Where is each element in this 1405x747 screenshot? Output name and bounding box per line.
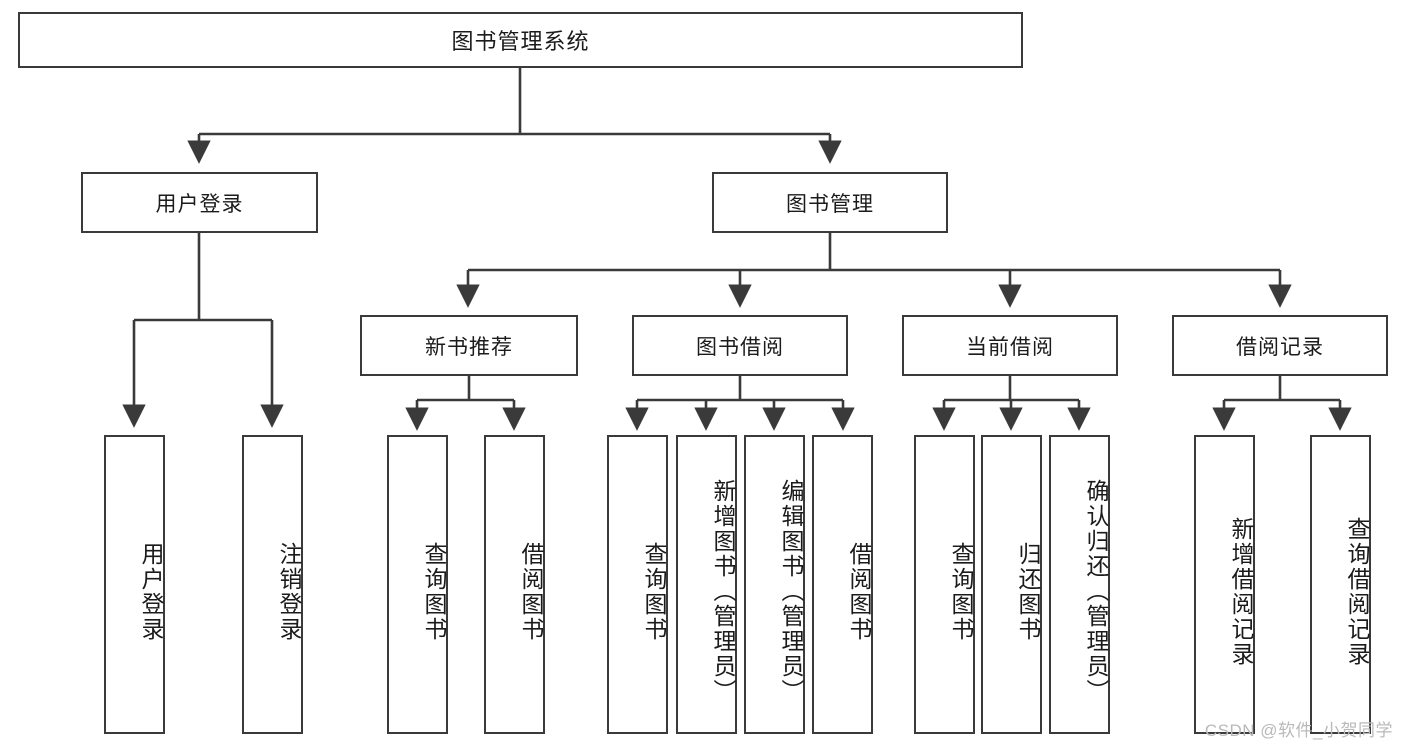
leaf-user-login-login-label: 用户登录 [138,541,164,642]
watermark-text: CSDN @软件_小贺同学 [1204,721,1393,740]
node-borrow-record-label: 借阅记录 [1236,335,1324,359]
leaf-borrow-record-add[interactable]: 新增借阅记录 [1194,435,1255,734]
leaf-book-borrow-add[interactable]: 新增图书（管理员） [676,435,737,734]
leaf-new-book-query-label: 查询图书 [421,541,447,642]
node-root-system[interactable]: 图书管理系统 [18,12,1023,68]
leaf-book-borrow-query-label: 查询图书 [641,541,667,642]
leaf-borrow-record-add-label: 新增借阅记录 [1228,516,1254,667]
leaf-new-book-borrow-label: 借阅图书 [518,541,544,642]
node-book-management-label: 图书管理 [786,192,874,216]
node-root-system-label: 图书管理系统 [451,29,590,54]
leaf-current-borrow-return[interactable]: 归还图书 [981,435,1042,734]
leaf-current-borrow-query[interactable]: 查询图书 [914,435,975,734]
leaf-user-login-logout-label: 注销登录 [276,541,302,642]
leaf-current-borrow-return-label: 归还图书 [1015,541,1041,642]
leaf-book-borrow-borrow[interactable]: 借阅图书 [812,435,873,734]
node-book-management[interactable]: 图书管理 [712,172,948,233]
leaf-borrow-record-query-label: 查询借阅记录 [1344,516,1370,667]
leaf-book-borrow-borrow-label: 借阅图书 [846,541,872,642]
leaf-new-book-borrow[interactable]: 借阅图书 [484,435,545,734]
leaf-current-borrow-query-label: 查询图书 [948,541,974,642]
leaf-book-borrow-add-label: 新增图书（管理员） [710,479,736,704]
node-current-borrow[interactable]: 当前借阅 [902,315,1118,376]
node-new-book-recommend[interactable]: 新书推荐 [360,315,578,376]
node-user-login[interactable]: 用户登录 [81,172,318,233]
leaf-user-login-logout[interactable]: 注销登录 [242,435,303,734]
leaf-borrow-record-query[interactable]: 查询借阅记录 [1310,435,1371,734]
leaf-user-login-login[interactable]: 用户登录 [104,435,165,734]
leaf-book-borrow-query[interactable]: 查询图书 [607,435,668,734]
node-new-book-recommend-label: 新书推荐 [425,335,513,359]
node-book-borrow[interactable]: 图书借阅 [632,315,848,376]
leaf-current-borrow-confirm-return[interactable]: 确认归还（管理员） [1049,435,1110,734]
node-book-borrow-label: 图书借阅 [696,335,784,359]
leaf-new-book-query[interactable]: 查询图书 [387,435,448,734]
node-current-borrow-label: 当前借阅 [966,335,1054,359]
leaf-current-borrow-confirm-return-label: 确认归还（管理员） [1083,479,1109,704]
leaf-book-borrow-edit[interactable]: 编辑图书（管理员） [744,435,805,734]
node-user-login-label: 用户登录 [155,192,244,216]
leaf-book-borrow-edit-label: 编辑图书（管理员） [778,479,804,704]
node-borrow-record[interactable]: 借阅记录 [1172,315,1388,376]
